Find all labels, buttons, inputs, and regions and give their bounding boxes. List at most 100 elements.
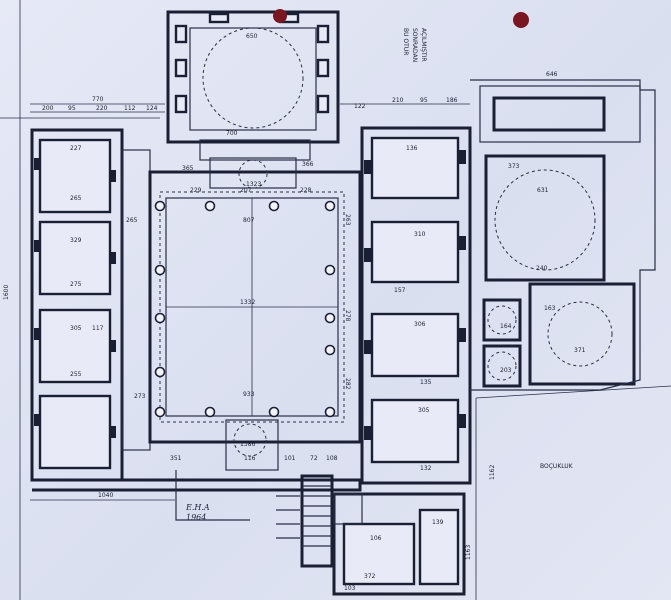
dim-portico-top-2: 207 bbox=[240, 187, 252, 194]
dim-entrance-block: 365 bbox=[182, 165, 194, 172]
dim-right-cell-4: 305 bbox=[418, 407, 430, 414]
staircase bbox=[276, 474, 334, 568]
dim-left-cell-6: 117 bbox=[92, 325, 104, 332]
right-cell-4 bbox=[370, 398, 460, 464]
dim-right-cell-2: 157 bbox=[394, 287, 406, 294]
bath-complex bbox=[479, 85, 641, 388]
dim-left-cell-5: 255 bbox=[70, 371, 82, 378]
dim-upper-band-d: 112 bbox=[124, 105, 136, 112]
dim-right-side-c: 282 bbox=[344, 378, 351, 390]
left-cell-row bbox=[30, 128, 124, 482]
dim-right-cell-3: 306 bbox=[414, 321, 426, 328]
dim-bath-top-2: 240 bbox=[536, 265, 548, 272]
dim-lower-block-1: 372 bbox=[364, 573, 376, 580]
dim-right-cell-1: 310 bbox=[414, 231, 426, 238]
dim-entrance-mid: 1323 bbox=[246, 181, 261, 188]
north-entrance bbox=[209, 157, 297, 189]
dim-top-room-width: 700 bbox=[226, 130, 238, 137]
dim-entrance-block-2: 366 bbox=[302, 161, 314, 168]
right-cell-2 bbox=[370, 220, 460, 284]
dim-left-cell-1: 265 bbox=[70, 195, 82, 202]
dim-right-band-d: 186 bbox=[446, 97, 458, 104]
note-line-1: BU OTUR bbox=[402, 28, 409, 55]
dim-lower-block-4: 106 bbox=[370, 535, 382, 542]
west-gallery bbox=[121, 149, 151, 451]
dim-bottom-a: 351 bbox=[170, 455, 182, 462]
signature-initials: E.H.A bbox=[185, 503, 210, 512]
dim-west-gallery-2: 273 bbox=[134, 393, 146, 400]
dim-lower-block-3: 103 bbox=[344, 585, 356, 592]
dim-upper-band-total: 770 bbox=[92, 96, 104, 103]
dim-bath-top-3: 163 bbox=[544, 305, 556, 312]
dim-right-cell-6: 135 bbox=[420, 379, 432, 386]
dim-upper-band-a: 200 bbox=[42, 105, 54, 112]
dim-bottom-b: 116 bbox=[244, 455, 256, 462]
dim-courtyard-width: 807 bbox=[243, 217, 255, 224]
bath-dome-1 bbox=[494, 169, 596, 271]
dim-top-dome-room: 650 bbox=[246, 33, 258, 40]
north-fountain bbox=[238, 159, 268, 189]
signature: E.H.A 1964 bbox=[185, 503, 210, 522]
dim-right-band-a: 122 bbox=[354, 103, 366, 110]
note-line-2: SONRADAN bbox=[411, 28, 418, 62]
vertical-note: BU OTUR SONRADAN AÇILMIŞTIR bbox=[402, 28, 427, 62]
top-dome-outline bbox=[202, 27, 304, 129]
dim-bottom-e: 108 bbox=[326, 455, 338, 462]
garden-wall-top bbox=[475, 385, 671, 399]
dim-bottom-total: 1040 bbox=[98, 492, 113, 499]
dim-bottom-d: 72 bbox=[310, 455, 318, 462]
dim-lower-right-height: 1163 bbox=[465, 545, 472, 560]
right-cell-1 bbox=[370, 136, 460, 200]
dim-bath-small-2: 203 bbox=[500, 367, 512, 374]
dim-bottom-c: 101 bbox=[284, 455, 296, 462]
garden-label: BOÇUKLUK bbox=[540, 463, 574, 470]
bath-dome-2 bbox=[547, 301, 613, 367]
dim-upper-band-e: 124 bbox=[146, 105, 158, 112]
dim-left-cell-4: 305 bbox=[70, 325, 82, 332]
south-wing bbox=[32, 419, 362, 521]
left-cell-2 bbox=[38, 220, 112, 296]
dim-west-gallery: 265 bbox=[126, 217, 138, 224]
dim-bath-width: 646 bbox=[546, 71, 558, 78]
lower-block bbox=[332, 492, 466, 596]
dim-upper-band-c: 220 bbox=[96, 105, 108, 112]
left-cell-3 bbox=[38, 308, 112, 384]
right-cell-3 bbox=[370, 312, 460, 378]
dim-bath-dome-1: 631 bbox=[537, 187, 549, 194]
dim-bath-dome-2: 371 bbox=[574, 347, 586, 354]
dim-bath-small-1: 164 bbox=[500, 323, 512, 330]
note-line-3: AÇILMIŞTIR bbox=[420, 28, 427, 62]
dim-lower-block-2: 139 bbox=[432, 519, 444, 526]
dim-entrance-fountain: 1386 bbox=[240, 441, 255, 448]
portico-columns bbox=[154, 200, 336, 418]
pin-mark-left bbox=[273, 9, 287, 23]
central-courtyard bbox=[148, 170, 362, 444]
left-cell-1 bbox=[38, 138, 112, 214]
dim-right-cell-5: 136 bbox=[406, 145, 418, 152]
dim-right-side-a: 263 bbox=[344, 214, 351, 226]
dim-garden-wall: 1162 bbox=[489, 465, 496, 480]
pin-mark-right bbox=[513, 12, 529, 28]
bath-enclosure-wall bbox=[470, 79, 656, 391]
dim-right-cell-7: 132 bbox=[420, 465, 432, 472]
left-cell-4 bbox=[38, 394, 112, 470]
dim-left-cell-2: 329 bbox=[70, 237, 82, 244]
dim-courtyard-span: 1332 bbox=[240, 299, 255, 306]
signature-year: 1964 bbox=[186, 513, 206, 522]
dim-portico-top: 229 bbox=[190, 187, 202, 194]
dim-left-cell-3: 275 bbox=[70, 281, 82, 288]
dim-left-cell-top: 227 bbox=[70, 145, 82, 152]
right-cell-row bbox=[360, 126, 472, 485]
dim-upper-band-b: 95 bbox=[68, 105, 76, 112]
dim-portico-top-3: 228 bbox=[300, 187, 312, 194]
dim-right-band-c: 95 bbox=[420, 97, 428, 104]
dim-right-side-b: 278 bbox=[344, 310, 351, 322]
south-fountain bbox=[233, 423, 267, 457]
dim-bath-top-1: 373 bbox=[508, 163, 520, 170]
dim-courtyard-bottom: 933 bbox=[243, 391, 255, 398]
top-domed-room bbox=[166, 10, 340, 161]
dim-right-band-b: 210 bbox=[392, 97, 404, 104]
dim-left-total-height: 1600 bbox=[3, 285, 10, 300]
